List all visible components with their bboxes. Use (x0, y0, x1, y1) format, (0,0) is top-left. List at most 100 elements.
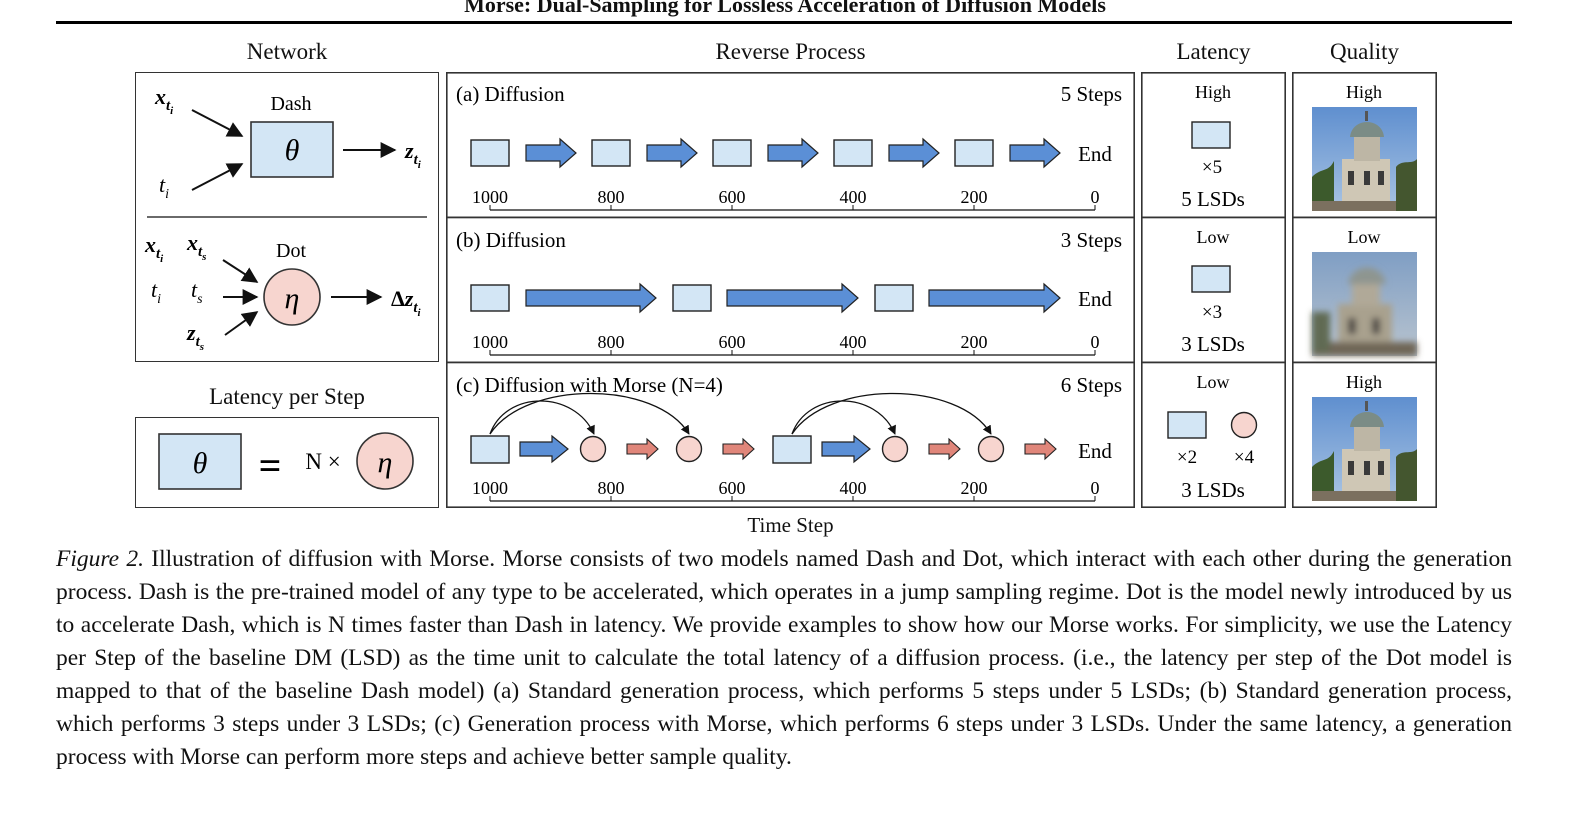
delta-z-ti-label: Δzti (391, 286, 422, 319)
arrow-icon (767, 137, 819, 169)
ti-dot-label: ti (151, 277, 161, 307)
header-latency: Latency (1176, 39, 1251, 64)
ts-label: ts (191, 277, 203, 307)
figure-caption: Figure 2. Illustration of diffusion with… (56, 543, 1512, 774)
x-ti-label: xti (154, 84, 174, 117)
latency-per-step-title: Latency per Step (209, 384, 365, 409)
dash-step-box (672, 284, 712, 312)
quality-c-level: High (1346, 372, 1382, 392)
dot-step-circle (675, 435, 703, 463)
arrow-icon (519, 434, 569, 464)
row-c-axis: 1000 800 600 400 200 0 (472, 478, 1100, 502)
arrow-icon (525, 282, 657, 314)
row-a-end: End (1078, 142, 1112, 166)
paper-title: Morse: Dual-Sampling for Lossless Accele… (464, 0, 1106, 17)
arrow-icon (722, 437, 755, 461)
reverse-process-diagram: (a) Diffusion 5 Steps End 1000 800 600 4… (446, 72, 1135, 508)
tick-label: 800 (598, 332, 625, 352)
x-ts-label: xts (186, 230, 206, 263)
tick-label: 800 (598, 187, 625, 207)
tick-label: 0 (1091, 187, 1100, 207)
dash-model-box (250, 121, 334, 178)
row-c-panel (446, 361, 1135, 508)
dot-label: Dot (276, 240, 306, 262)
latency-b-multiplier: ×3 (1202, 302, 1222, 323)
building-photo (1312, 252, 1417, 356)
latency-a-dash-box (1191, 121, 1231, 149)
tick-label: 1000 (472, 187, 508, 207)
arrow-icon (821, 434, 871, 464)
latency-per-step-diagram: θ = N × η (158, 432, 414, 490)
z-ts-label: zts (186, 320, 204, 353)
arrow-icon (525, 137, 577, 169)
tick-label: 400 (840, 187, 867, 207)
dot-step-circle (881, 435, 909, 463)
latency-c-dash-box (1167, 411, 1207, 439)
row-c-end: End (1078, 439, 1112, 463)
dash-step-box (874, 284, 914, 312)
arrow-icon (928, 437, 961, 461)
dash-step-box (954, 139, 994, 167)
network-diagram: xti ti Dash θ zti xti xts Dot ti ts zts … (144, 84, 427, 353)
arrow-icon (626, 437, 659, 461)
arrow-icon (928, 282, 1061, 314)
dot-step-circle (977, 435, 1005, 463)
x-ti-dot-label: xti (144, 232, 164, 265)
dot-model-circle (263, 268, 321, 326)
lps-equals: = (259, 443, 282, 488)
quality-column: High Low High (1292, 72, 1437, 508)
row-a-axis: 1000 800 600 400 200 0 (472, 187, 1100, 211)
quality-a-level: High (1346, 82, 1382, 102)
tick-label: 600 (719, 332, 746, 352)
latency-c-lsd: 3 LSDs (1181, 478, 1245, 502)
latency-c-dot-circle (1230, 411, 1258, 439)
lps-dot-circle (356, 432, 414, 490)
latency-per-step-panel (135, 417, 439, 508)
latency-b-lsd: 3 LSDs (1181, 332, 1245, 356)
latency-a-multiplier: ×5 (1202, 157, 1222, 178)
curved-arrow-icon (489, 392, 690, 435)
dash-step-box (470, 139, 510, 167)
lps-n-times: N × (305, 449, 340, 474)
header-reverse-process: Reverse Process (715, 39, 866, 64)
header-network: Network (246, 39, 328, 64)
dash-step-box (833, 139, 873, 167)
ti-label: ti (159, 172, 169, 202)
arrow-icon (646, 137, 698, 169)
caption-text: Illustration of diffusion with Morse. Mo… (56, 546, 1512, 770)
latency-c-dash-multiplier: ×2 (1177, 447, 1197, 468)
arrow-icon (1009, 137, 1061, 169)
building-photo (1312, 397, 1417, 501)
tick-label: 0 (1091, 332, 1100, 352)
row-a-label: (a) Diffusion (456, 82, 565, 106)
row-c-steps: 6 Steps (1061, 373, 1122, 397)
row-b-end: End (1078, 287, 1112, 311)
tick-label: 200 (961, 187, 988, 207)
theta-symbol: θ (285, 134, 300, 167)
tick-label: 800 (598, 478, 625, 498)
dash-step-box (470, 435, 510, 464)
lps-dash-box (158, 433, 242, 490)
lps-eta: η (378, 446, 393, 479)
lps-theta: θ (193, 447, 208, 480)
header-quality: Quality (1330, 39, 1399, 64)
tick-label: 1000 (472, 332, 508, 352)
tick-label: 200 (961, 332, 988, 352)
figure-label: Figure 2. (56, 546, 144, 572)
row-a-steps: 5 Steps (1061, 82, 1122, 106)
latency-b-dash-box (1191, 265, 1231, 293)
curved-arrow-icon (791, 392, 992, 435)
tick-label: 600 (719, 187, 746, 207)
row-c-chain (470, 392, 1057, 464)
latency-b-level: Low (1197, 227, 1230, 247)
row-b-axis: 1000 800 600 400 200 0 (472, 332, 1100, 356)
latency-a-lsd: 5 LSDs (1181, 187, 1245, 211)
z-ti-label: zti (404, 138, 422, 171)
dash-step-box (712, 139, 752, 167)
row-a-chain (470, 137, 1061, 169)
arrow-icon (1024, 437, 1057, 461)
tick-label: 400 (840, 478, 867, 498)
dash-step-box (470, 284, 510, 312)
latency-c-dot-multiplier: ×4 (1234, 447, 1255, 468)
tick-label: 200 (961, 478, 988, 498)
